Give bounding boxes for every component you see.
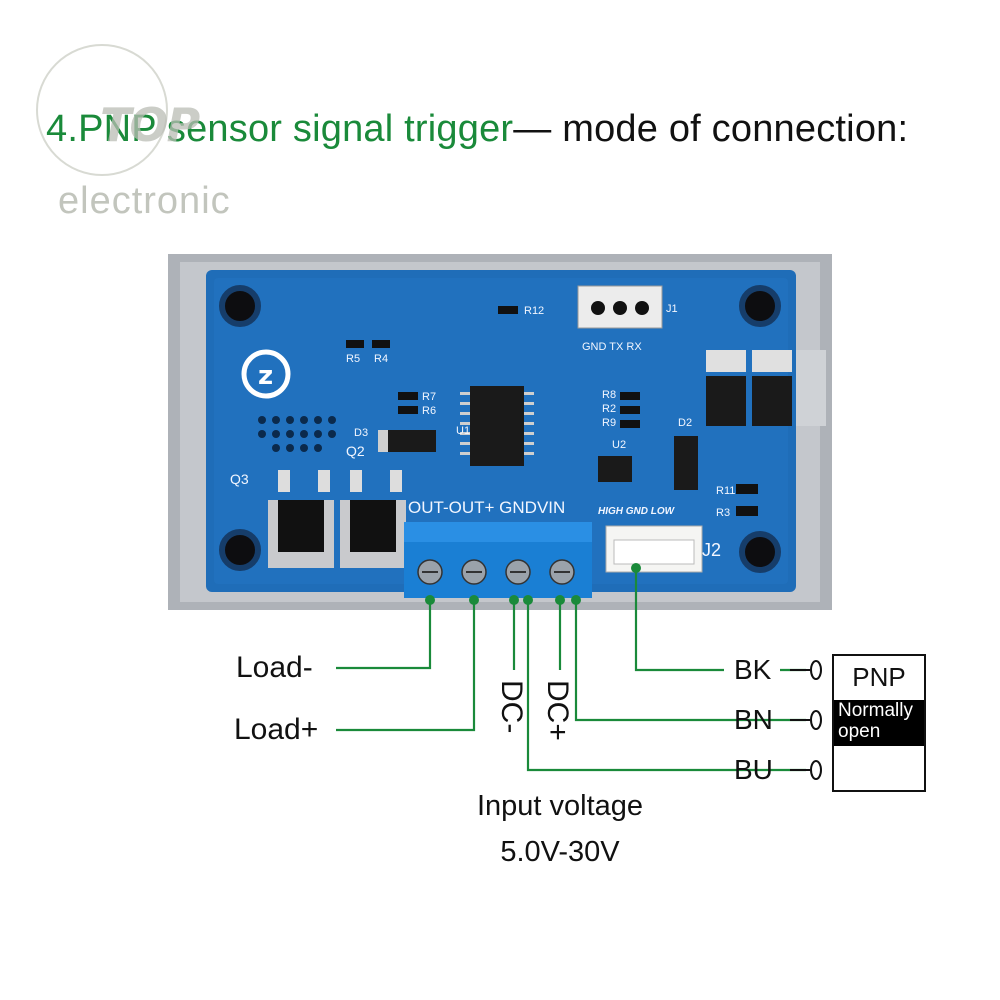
j1-pins-label: GND TX RX	[582, 341, 642, 353]
label-dc-plus: DC+	[541, 680, 574, 741]
svg-text:z: z	[258, 361, 273, 391]
terminal-labels: OUT-OUT+ GNDVIN	[408, 498, 565, 518]
pcb-logo-icon: z	[241, 349, 291, 399]
label-bk: BK	[734, 654, 772, 685]
r2-label: R2	[602, 403, 616, 415]
q2-label: Q2	[346, 443, 365, 459]
watermark-circle	[36, 44, 168, 176]
svg-text:J2: J2	[702, 540, 721, 560]
mosfets-right	[706, 350, 826, 426]
r9-label: R9	[602, 417, 616, 429]
diode-d3	[378, 430, 436, 452]
input-voltage-label: Input voltage	[476, 790, 644, 822]
diode-d2	[674, 436, 698, 490]
watermark-subtitle: electronic	[58, 180, 231, 222]
wire-bk	[634, 568, 724, 672]
r11-label: R11	[716, 485, 735, 497]
d3-label: D3	[354, 427, 368, 439]
terminal-out-plus: OUT+	[448, 498, 495, 517]
r8-label: R8	[602, 389, 616, 401]
connector-j1	[577, 285, 663, 329]
connector-j2: J2	[605, 525, 721, 573]
j1-label: J1	[666, 303, 678, 315]
d2-label: D2	[678, 417, 692, 429]
terminal-out-minus: OUT-	[408, 498, 449, 517]
terminal-gnd: GND	[499, 498, 537, 517]
wire-load-minus	[336, 600, 432, 670]
terminal-vin: VIN	[536, 498, 566, 517]
r5-label: R5	[346, 353, 360, 365]
u2-label: U2	[612, 439, 626, 451]
wire-load-plus	[336, 600, 476, 732]
u1-label: U1	[456, 425, 470, 437]
title-black-part: — mode of connection:	[513, 108, 909, 150]
chip-u2	[598, 456, 632, 482]
r4-label: R4	[374, 353, 388, 365]
watermark-logo: TOP	[100, 98, 200, 152]
sensor-mode: Normally open	[834, 700, 924, 746]
label-dc-minus: DC-	[495, 680, 528, 734]
label-load-minus: Load-	[236, 651, 313, 684]
pcb-silkscreen: J1 R12 R5 R4 R7 R6 U1 D3 Q2 Q3 R8 R2 R9 …	[230, 303, 735, 519]
label-bu: BU	[734, 754, 773, 785]
wire-bn	[574, 600, 806, 722]
q3-label: Q3	[230, 471, 249, 487]
wires	[336, 568, 806, 772]
wire-junctions	[425, 563, 641, 605]
r12-label: R12	[524, 305, 544, 317]
r6-label: R6	[422, 405, 436, 417]
label-bn: BN	[734, 704, 773, 735]
pnp-sensor-box: PNP Normally open	[832, 654, 926, 792]
transistor-q2	[340, 470, 406, 568]
mounting-holes	[219, 285, 781, 573]
transistor-q3	[268, 470, 334, 568]
input-voltage-range: 5.0V-30V	[500, 836, 620, 868]
sensor-terminals	[790, 660, 822, 780]
r3-label: R3	[716, 507, 730, 519]
wire-bu	[526, 600, 806, 772]
terminal-block	[404, 522, 592, 598]
page-title: 4.PNP sensor signal trigger— mode of con…	[46, 108, 908, 151]
sensor-type: PNP	[852, 662, 906, 692]
j2-pins-label: HIGH GND LOW	[598, 506, 676, 517]
chip-u1	[460, 386, 534, 466]
vent-holes	[258, 416, 336, 452]
title-green-part: 4.PNP sensor signal trigger	[46, 108, 514, 150]
label-load-plus: Load+	[234, 713, 319, 746]
r7-label: R7	[422, 391, 436, 403]
